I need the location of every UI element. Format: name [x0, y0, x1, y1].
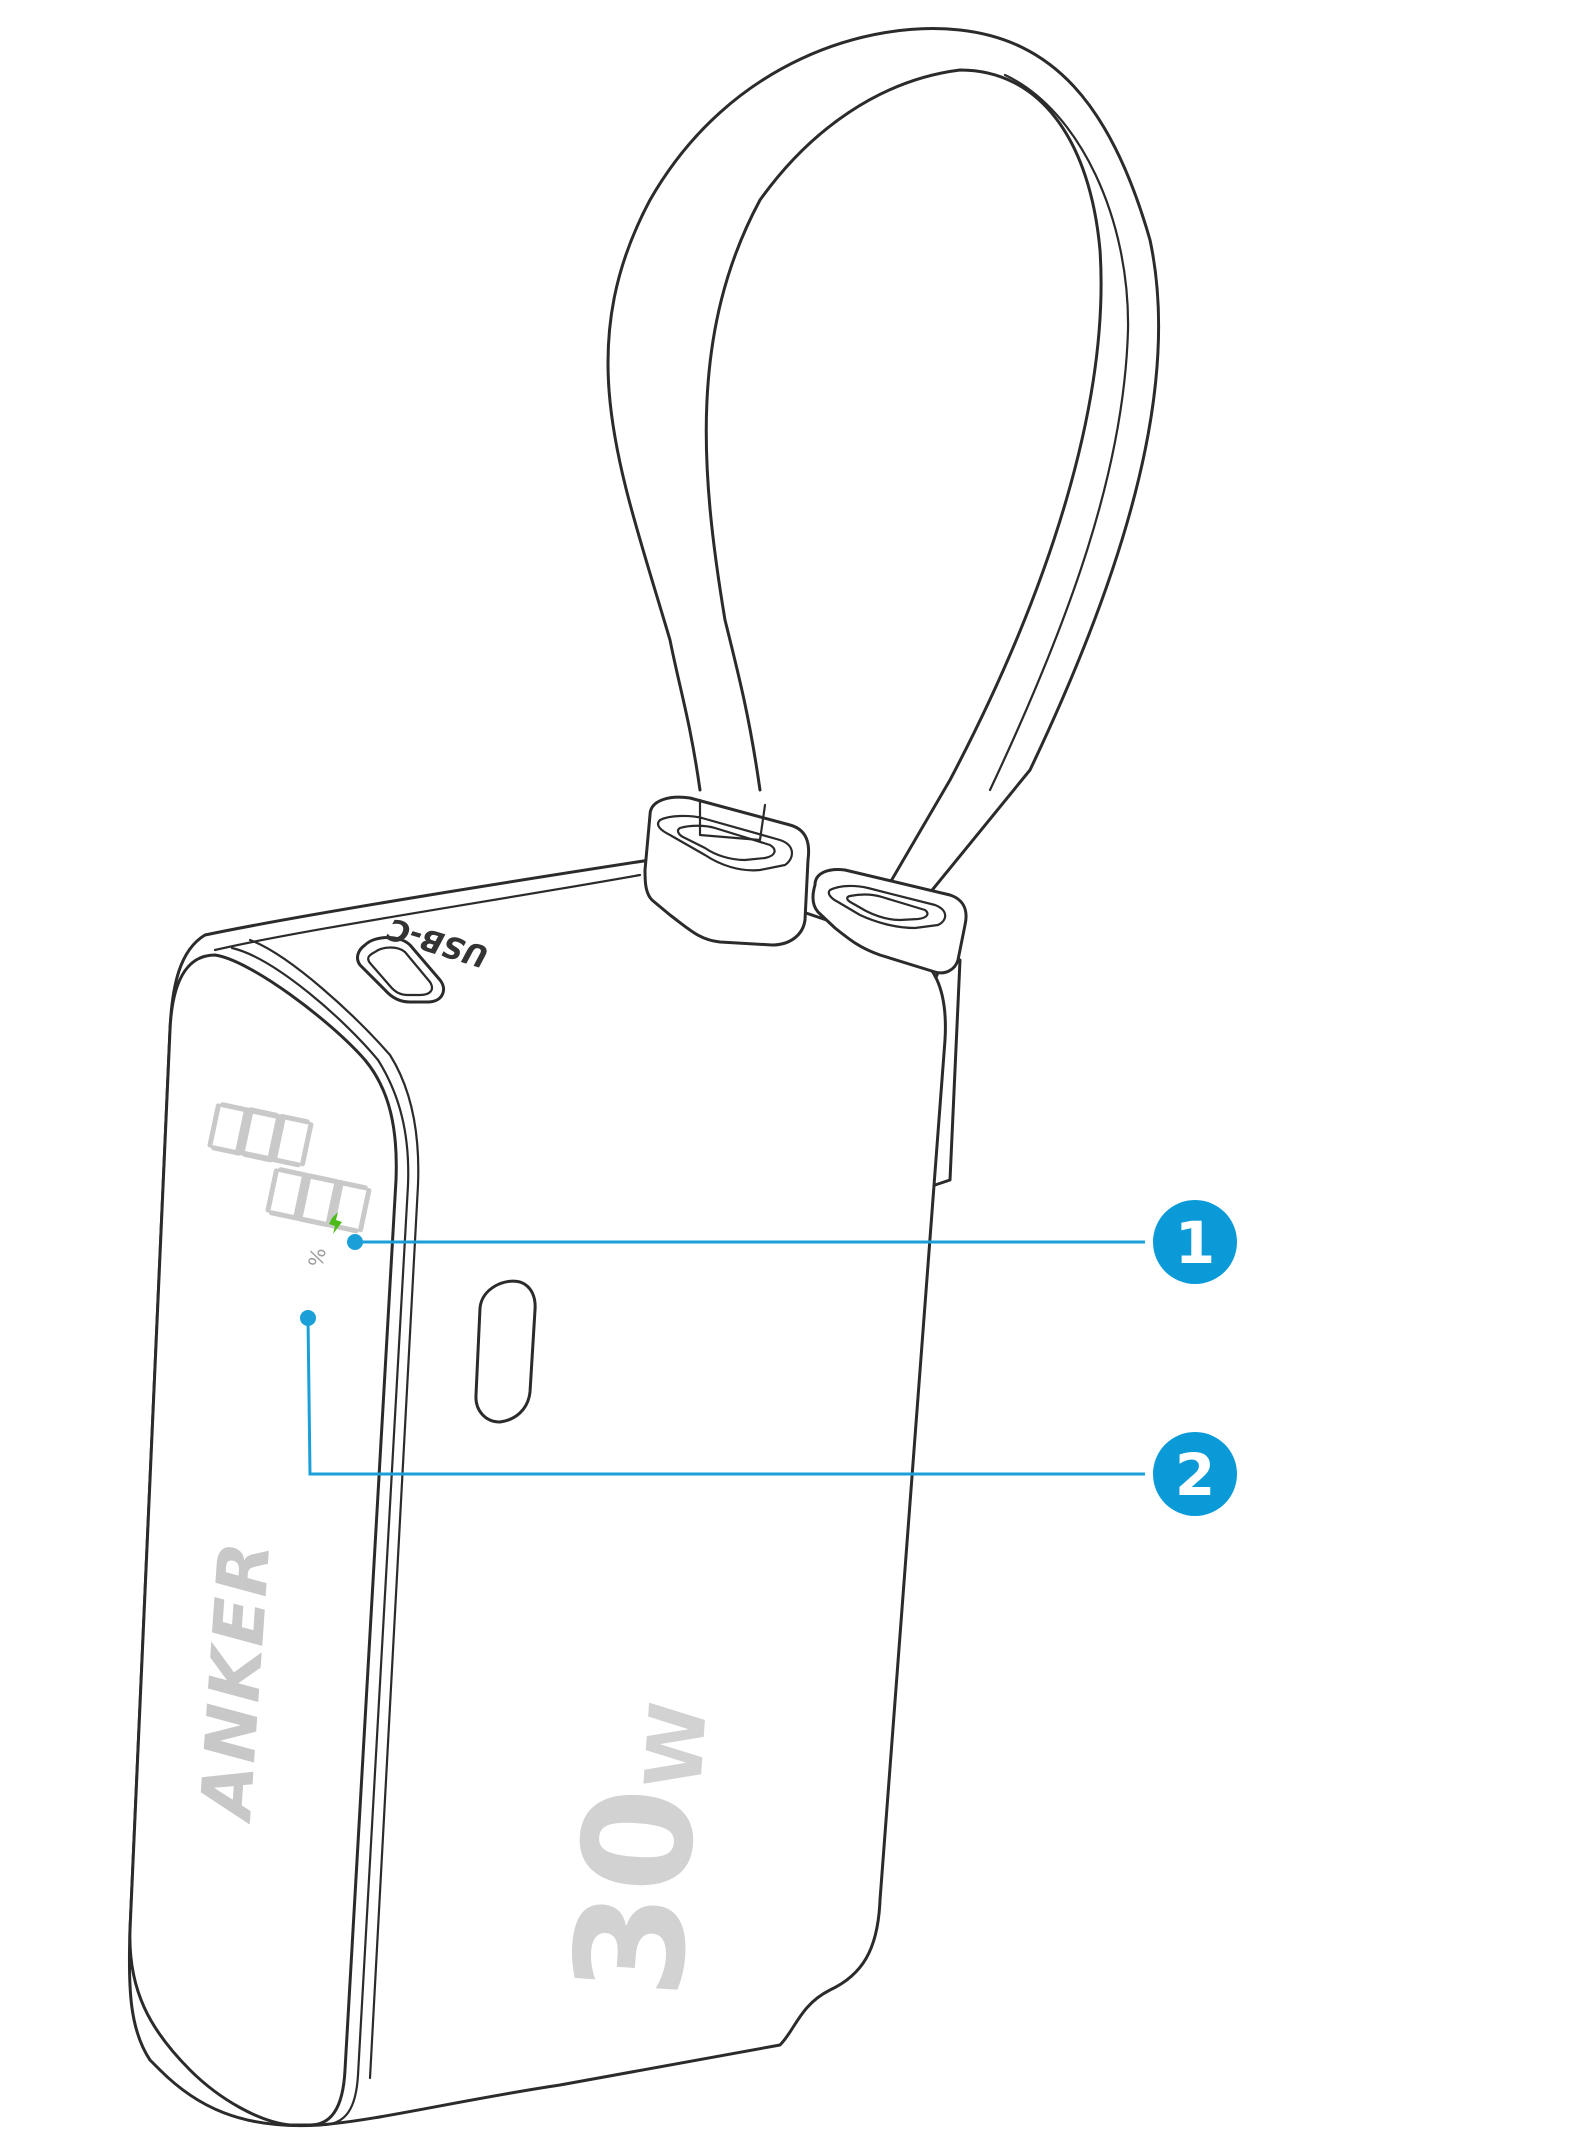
callout-2-leader-line — [306, 1317, 1145, 1476]
svg-text:%: % — [303, 1245, 330, 1269]
left-end-cap — [128, 938, 420, 2127]
cable-loop — [606, 27, 1161, 907]
display-digit — [293, 1173, 372, 1234]
brand-logo: ANKER — [185, 1537, 287, 1826]
svg-text:ANKER: ANKER — [185, 1537, 287, 1826]
cable-plug-left — [643, 795, 811, 947]
callout-2-badge — [1153, 1432, 1237, 1516]
callout-1: 1 — [347, 1200, 1237, 1284]
battery-percentage-display: % — [207, 1102, 372, 1269]
callout-1-number: 1 — [1175, 1209, 1215, 1277]
cable-plug-right — [811, 868, 968, 975]
power-button[interactable] — [474, 1279, 537, 1424]
power-rating: 30 — [542, 1782, 730, 2002]
callout-2-number: 2 — [1175, 1441, 1215, 1509]
svg-text:W: W — [629, 1699, 725, 1791]
callout-2: 2 — [300, 1310, 1237, 1516]
percent-sign: % — [303, 1245, 330, 1269]
svg-text:30: 30 — [542, 1782, 730, 2002]
charging-indicator-icon — [329, 1212, 342, 1234]
power-rating-unit: W — [629, 1699, 725, 1791]
callout-1-badge — [1153, 1200, 1237, 1284]
top-usb-c-port — [356, 936, 445, 1004]
display-digit — [235, 1107, 314, 1168]
